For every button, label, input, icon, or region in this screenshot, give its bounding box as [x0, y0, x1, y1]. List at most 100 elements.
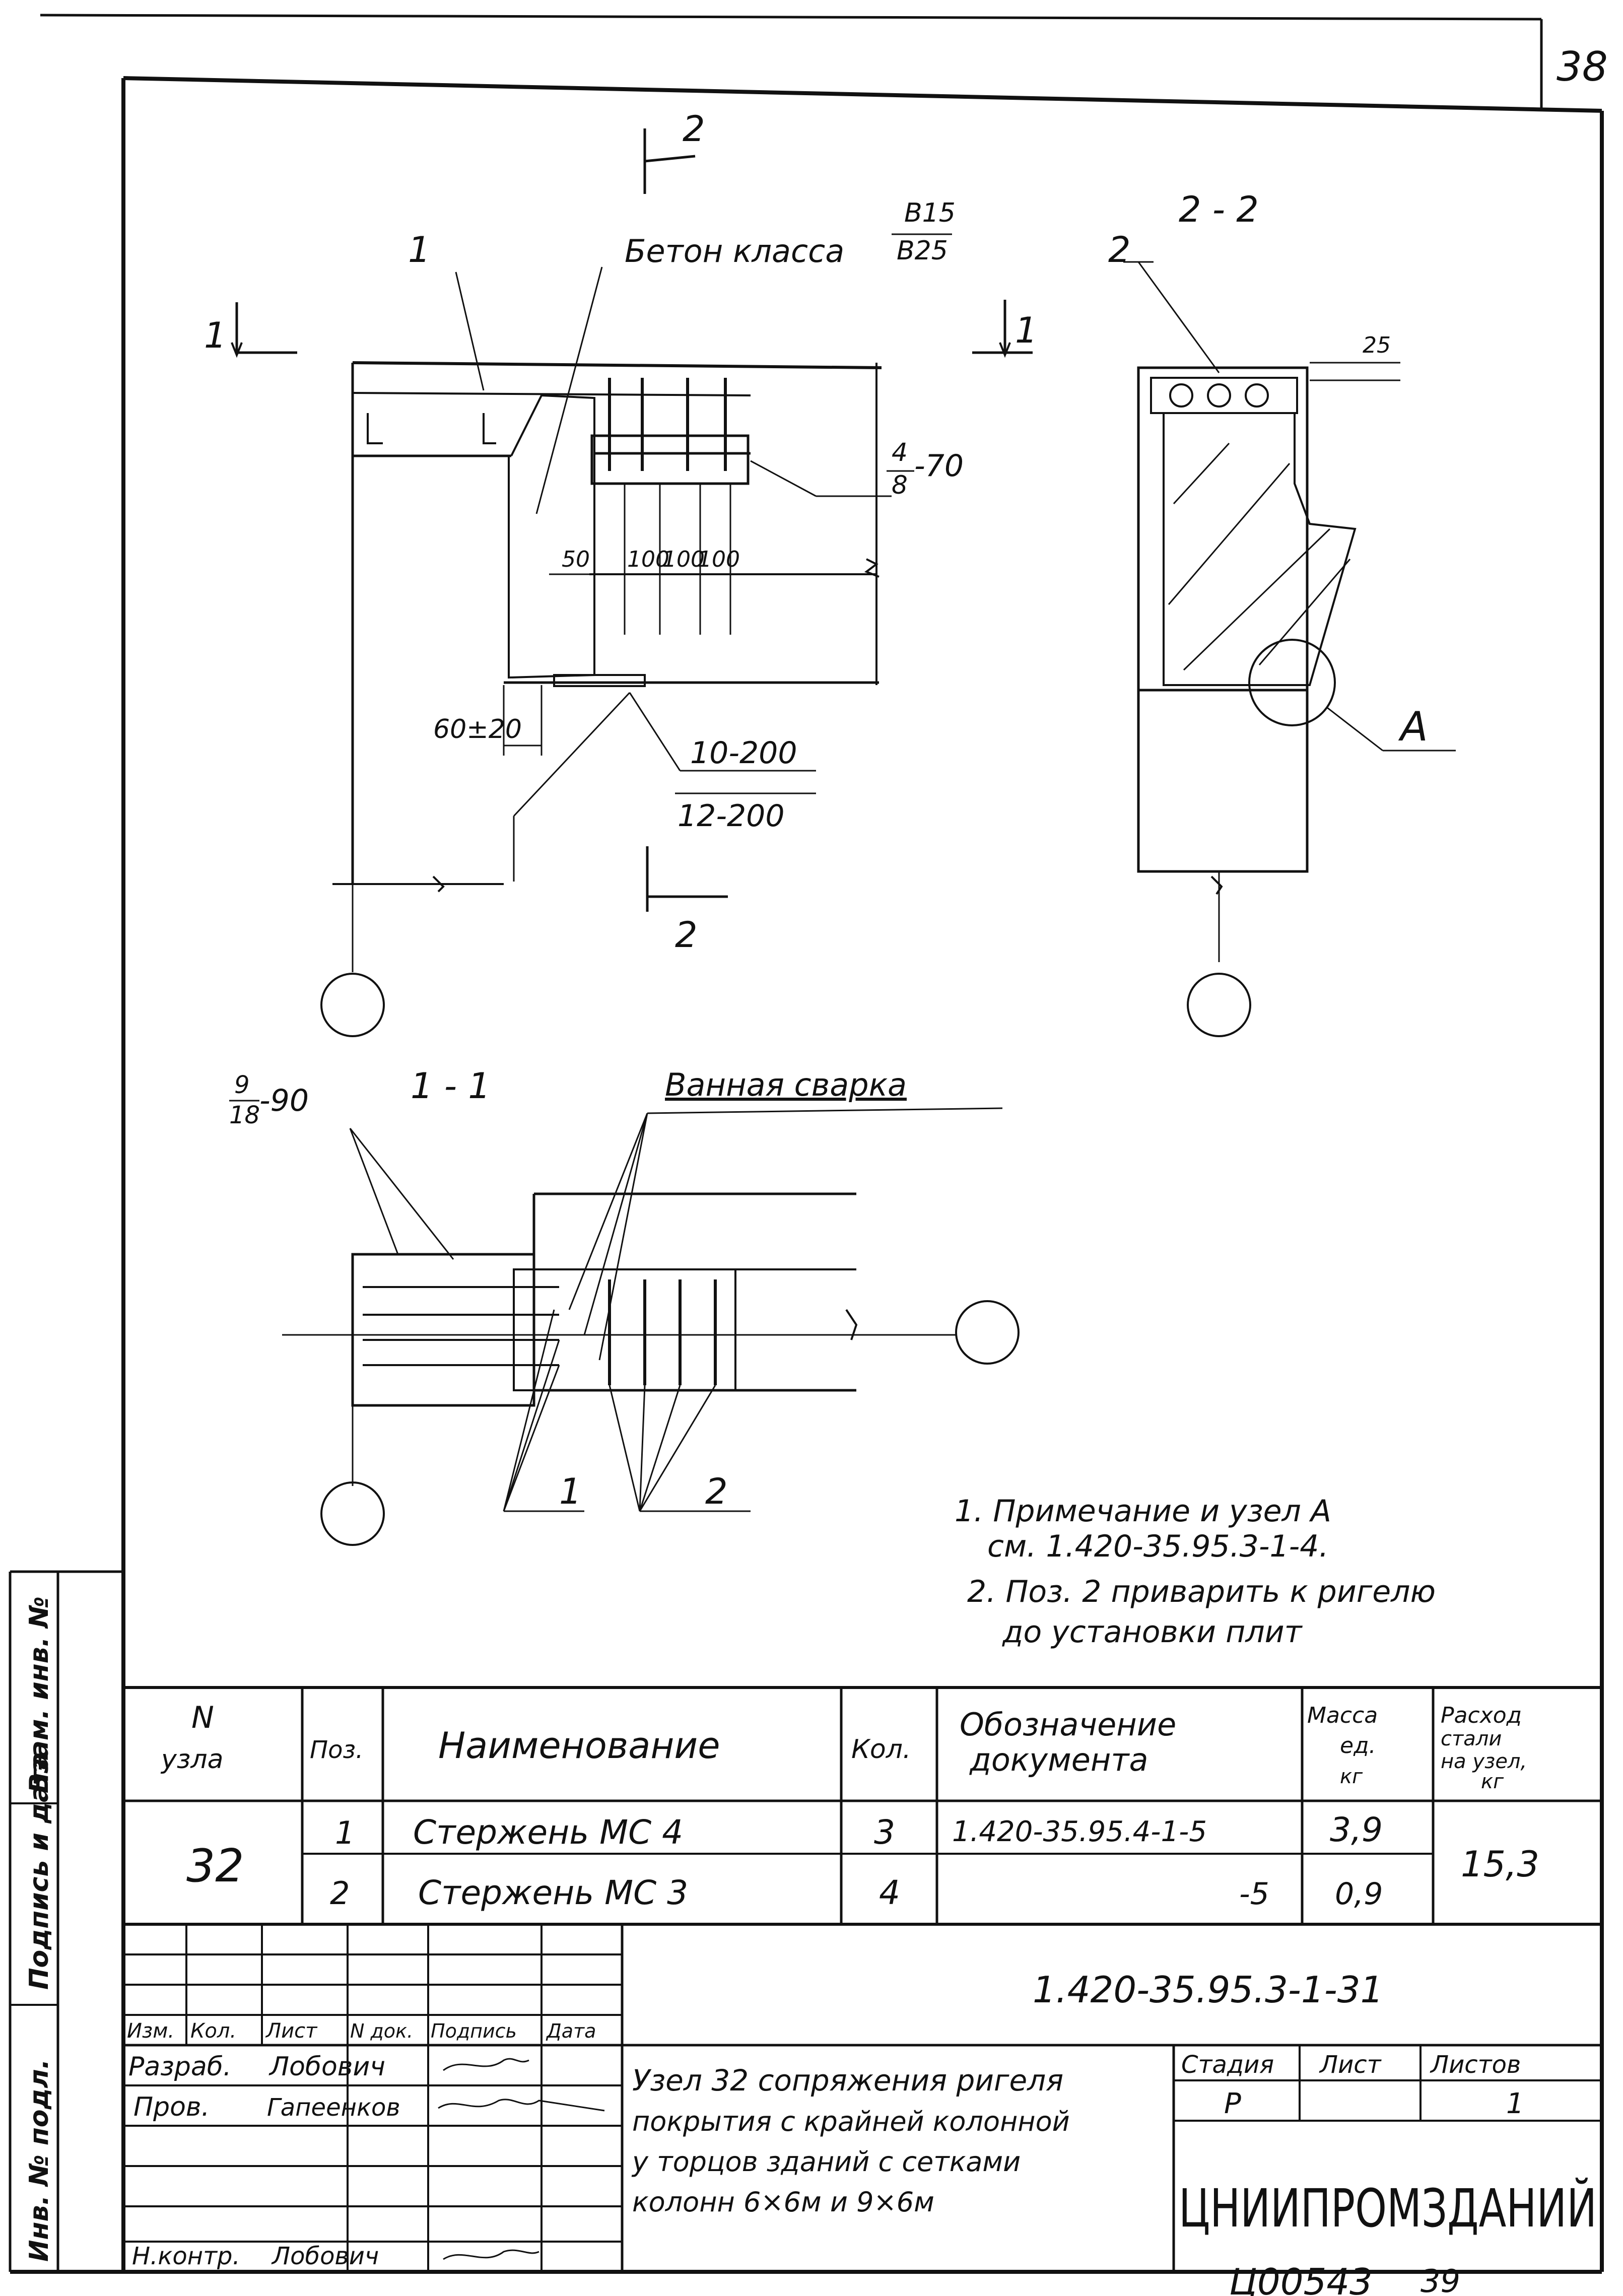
section-marker-1-left: 1 — [204, 315, 227, 356]
spec-header-steel: Расход — [1441, 1703, 1522, 1728]
section-1-1-title: 1 - 1 — [411, 1065, 491, 1107]
spec-header-steel4: кг — [1481, 1770, 1504, 1793]
bath-welding-label: Ванная сварка — [665, 1066, 907, 1103]
spec-row-1: 1 Стержень МС 4 3 1.420-35.95.4-1-5 3,9 — [335, 1810, 1383, 1852]
callout-pos1-section11: 1 — [559, 1471, 582, 1512]
note-line-1: 1. Примечание и узел А — [955, 1494, 1331, 1529]
section-2-2-title: 2 - 2 — [1179, 189, 1259, 230]
note-line-3: 2. Поз. 2 приварить к ригелю — [967, 1574, 1436, 1609]
dim-50: 50 — [562, 547, 590, 572]
spec-header-steel2: стали — [1441, 1727, 1502, 1750]
mesh-4-8-den: 8 — [892, 470, 908, 500]
spec-row-pos: 2 — [330, 1875, 350, 1912]
mesh-4-8-num: 4 — [892, 438, 908, 467]
spec-header-pos: Поз. — [310, 1736, 363, 1764]
spec-header-qty: Кол. — [851, 1734, 911, 1765]
tb-stage-value: Р — [1224, 2087, 1241, 2120]
tb-col-podpis: Подпись — [431, 2020, 517, 2042]
spec-row-name: Стержень МС 4 — [413, 1813, 683, 1852]
spec-header-mass2: ед. — [1340, 1733, 1376, 1759]
title-block-grid — [123, 1924, 1602, 2272]
spec-header-doc: Обозначение — [960, 1706, 1176, 1743]
mesh-9-18-num: 9 — [234, 1071, 250, 1099]
tb-title-line-4: колонн 6×6м и 9×6м — [632, 2186, 934, 2218]
tb-col-kol: Кол. — [190, 2019, 236, 2043]
mesh-9-18-step: -90 — [259, 1083, 309, 1118]
tb-col-data: Дата — [546, 2020, 596, 2042]
tb-organization: ЦНИИПРОМЗДАНИЙ — [1179, 2178, 1597, 2239]
spec-row-qty: 3 — [874, 1813, 895, 1852]
spec-header-steel3: на узел, — [1441, 1750, 1527, 1773]
node-a-callout: A — [1398, 703, 1428, 750]
spec-row-doc: 1.420-35.95.4-1-5 — [952, 1815, 1207, 1848]
tb-sheets-value: 1 — [1506, 2087, 1524, 2120]
dim-60: 60±20 — [433, 714, 522, 745]
tb-stage-label: Стадия — [1181, 2051, 1274, 2079]
spec-header-doc2: документа — [969, 1741, 1148, 1778]
concrete-class-top: B15 — [904, 198, 956, 228]
mesh-9-18-den: 18 — [229, 1101, 260, 1129]
signature-marks — [438, 2058, 605, 2260]
spec-steel-total: 15,3 — [1461, 1844, 1539, 1885]
spec-node-number: 32 — [186, 1840, 244, 1893]
tb-sheets-label: Листов — [1430, 2051, 1521, 2079]
tb-col-izm: Изм. — [127, 2019, 174, 2043]
callout-pos1-elev: 1 — [408, 229, 431, 271]
doc-code: 1.420-35.95.3-1-31 — [1033, 1969, 1383, 2011]
section-2-2-view — [1123, 261, 1456, 1037]
sheet-frame — [10, 14, 1604, 2274]
tb-name-prov: Гапеенков — [267, 2094, 400, 2122]
rebar-bottom: 12-200 — [678, 798, 785, 834]
tb-name-nkontr: Лобович — [271, 2242, 379, 2270]
page-number: 38 — [1557, 43, 1608, 90]
callout-pos2-section11: 2 — [705, 1471, 728, 1512]
tb-title-line-1: Узел 32 сопряжения ригеля — [632, 2063, 1063, 2098]
archive-number: Ц00543 — [1229, 2261, 1373, 2296]
note-line-2: см. 1.420-35.95.3-1-4. — [987, 1529, 1329, 1564]
side-stamp — [9, 1570, 123, 2272]
section-marker-2-bottom: 2 — [675, 914, 698, 956]
spec-row-mass: 3,9 — [1330, 1810, 1383, 1849]
tb-col-ndok: N док. — [350, 2020, 413, 2042]
side-stamp-vzam: Взам. инв. № — [24, 1596, 54, 1793]
note-line-4: до установки плит — [1002, 1614, 1303, 1650]
concrete-class-label: Бетон класса — [625, 233, 844, 269]
tb-col-list: Лист — [265, 2019, 318, 2043]
dim-100b: 100 — [662, 547, 705, 572]
side-stamp-inv: Инв. № подл. — [24, 2059, 54, 2262]
side-stamp-sign: Подпись и дата — [24, 1752, 54, 1990]
section-marker-1-right: 1 — [1015, 310, 1038, 351]
spec-row-name: Стержень МС 3 — [418, 1873, 688, 1912]
spec-header-name: Наименование — [438, 1724, 720, 1767]
spec-row-2: 2 Стержень МС 3 4 -5 0,9 — [330, 1873, 1383, 1912]
callout-pos2-section22: 2 — [1108, 229, 1131, 271]
concrete-class-bottom: B25 — [897, 236, 948, 266]
spec-header-mass3: кг — [1340, 1765, 1363, 1788]
dim-100a: 100 — [627, 547, 669, 572]
section-1-1-view — [282, 1107, 1020, 1546]
spec-header-node: N — [191, 1700, 214, 1735]
spec-row-pos: 1 — [335, 1814, 355, 1851]
section-marker-2-top: 2 — [683, 108, 705, 150]
tb-title-line-3: у торцов зданий с сетками — [631, 2146, 1021, 2178]
elevation-view — [231, 128, 1033, 1037]
rebar-top: 10-200 — [690, 735, 797, 771]
spec-table-grid — [123, 1686, 1602, 1926]
spec-row-doc: -5 — [1239, 1876, 1269, 1912]
notes-block: 1. Примечание и узел А см. 1.420-35.95.3… — [955, 1494, 1436, 1650]
dim-25: 25 — [1363, 332, 1391, 358]
spec-row-mass: 0,9 — [1335, 1876, 1383, 1912]
tb-name-razrab: Лобович — [268, 2052, 385, 2082]
mesh-4-8-step: -70 — [914, 448, 964, 484]
spec-header-mass: Масса — [1307, 1703, 1378, 1728]
tb-title-line-2: покрытия с крайней колонной — [632, 2106, 1070, 2137]
tb-role-razrab: Разраб. — [128, 2052, 231, 2082]
tb-role-nkontr: Н.контр. — [132, 2242, 240, 2270]
tb-role-prov: Пров. — [133, 2092, 210, 2122]
dim-100c: 100 — [698, 547, 740, 572]
spec-header-node2: узла — [160, 1744, 224, 1775]
archive-sheet: 39 — [1421, 2263, 1460, 2296]
spec-row-qty: 4 — [879, 1873, 900, 1912]
tb-sheet-label: Лист — [1319, 2051, 1382, 2079]
